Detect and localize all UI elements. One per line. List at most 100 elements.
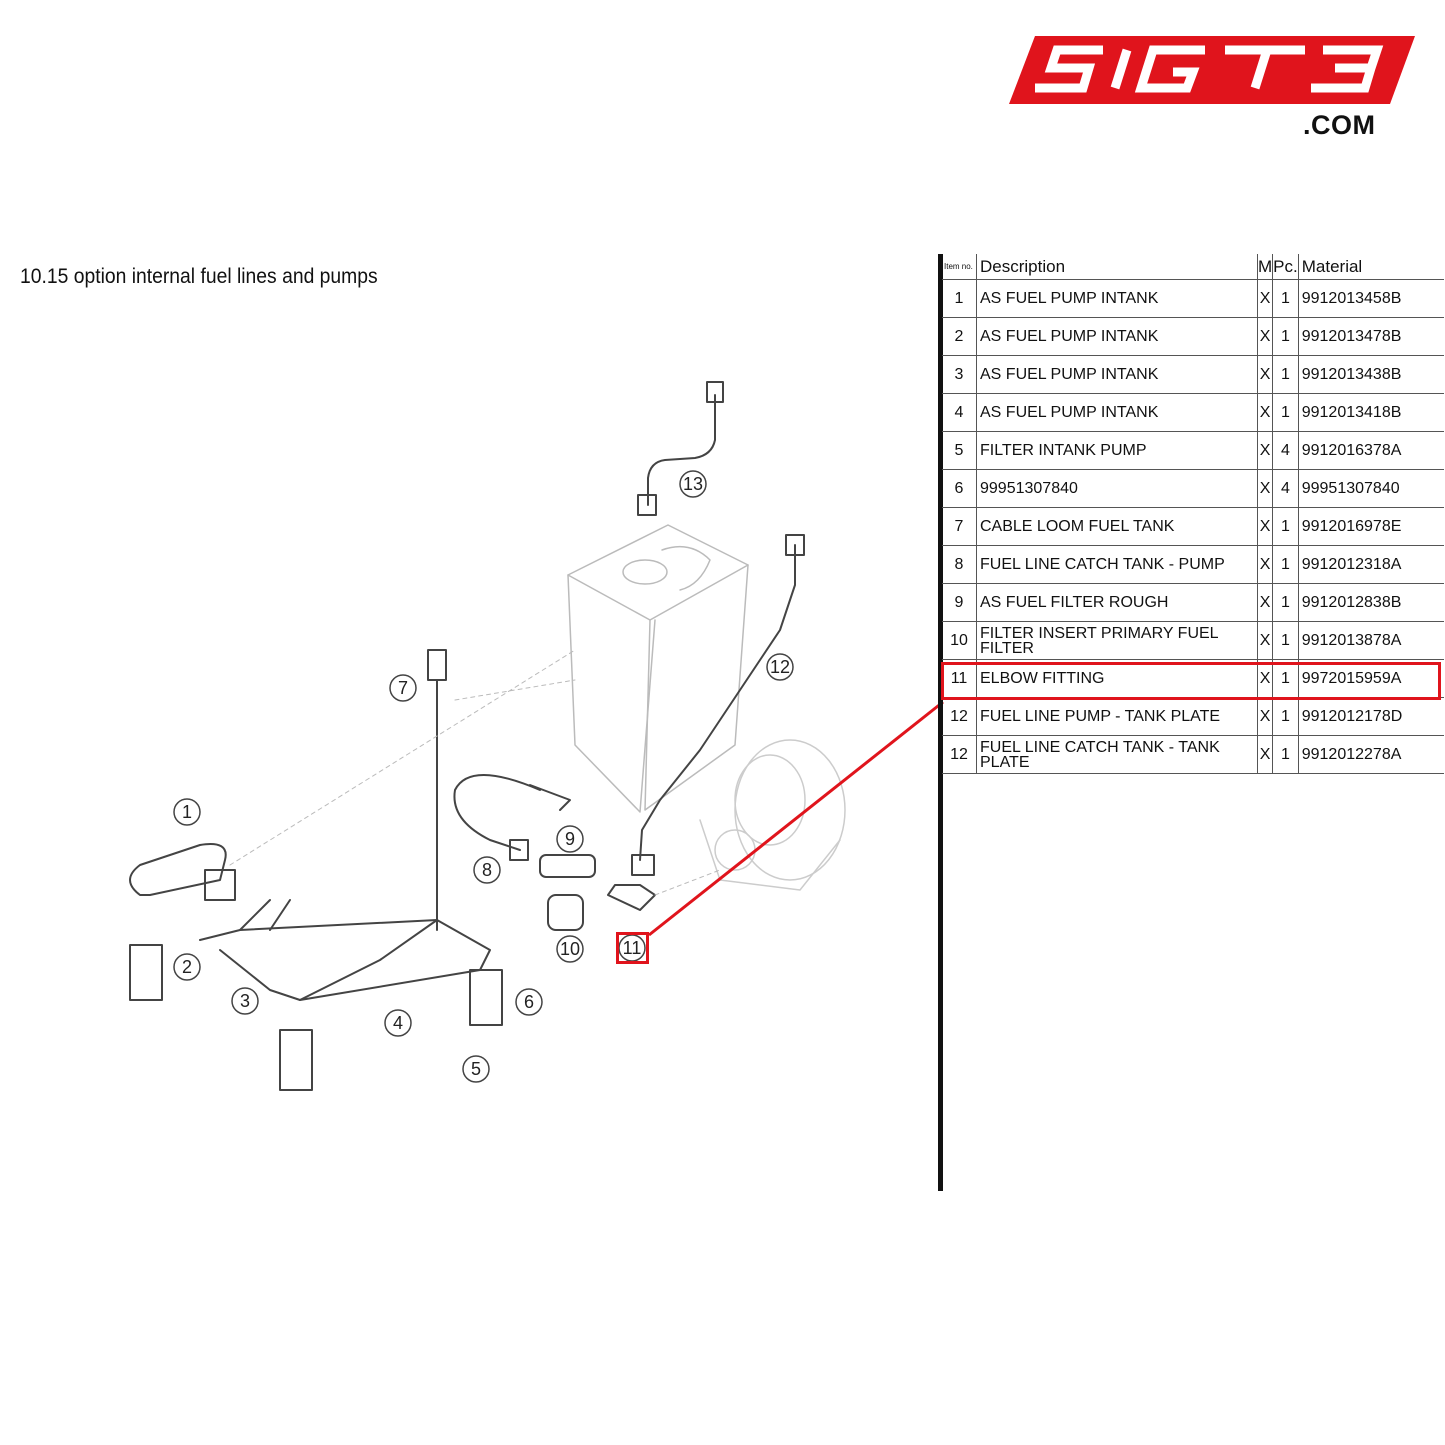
cell-description: AS FUEL PUMP INTANK	[976, 279, 1258, 318]
cell-description: FUEL LINE PUMP - TANK PLATE	[976, 697, 1258, 736]
cell-material: 9912012318A	[1297, 545, 1444, 584]
cell-description: 99951307840	[976, 469, 1258, 508]
svg-text:5: 5	[471, 1059, 481, 1079]
cell-m: X	[1256, 393, 1273, 432]
callout-13: 13	[679, 470, 707, 498]
cell-item-no: 10	[942, 621, 977, 660]
highlighted-callout-box	[616, 932, 649, 964]
callout-5: 5	[462, 1055, 490, 1083]
cell-material: 9972015959A	[1297, 659, 1444, 698]
cell-pc: 4	[1272, 469, 1299, 508]
cell-description: AS FUEL PUMP INTANK	[976, 355, 1258, 394]
svg-text:1: 1	[182, 802, 192, 822]
cell-material: 9912013418B	[1297, 393, 1444, 432]
table-divider-line	[938, 254, 943, 1191]
cell-item-no: 7	[942, 507, 977, 546]
cell-description: FUEL LINE CATCH TANK - PUMP	[976, 545, 1258, 584]
cell-description: AS FUEL FILTER ROUGH	[976, 583, 1258, 622]
cell-m: X	[1256, 735, 1273, 774]
cell-item-no: 4	[942, 393, 977, 432]
cell-m: X	[1256, 621, 1273, 660]
cell-description: FUEL LINE CATCH TANK - TANK PLATE	[976, 735, 1258, 774]
brand-logo[interactable]: .COM	[1005, 30, 1420, 145]
cell-m: X	[1256, 317, 1273, 356]
cell-item-no: 8	[942, 545, 977, 584]
cell-pc: 1	[1272, 735, 1299, 774]
cell-m: X	[1256, 545, 1273, 584]
svg-text:6: 6	[524, 992, 534, 1012]
cell-m: X	[1256, 279, 1273, 318]
svg-text:7: 7	[398, 678, 408, 698]
cell-description: FILTER INSERT PRIMARY FUEL FILTER	[976, 621, 1258, 660]
cell-pc: 1	[1272, 355, 1299, 394]
fuel-line-13	[647, 394, 716, 506]
callout-3: 3	[231, 987, 259, 1015]
header-material: Material	[1297, 254, 1444, 280]
svg-text:9: 9	[565, 829, 575, 849]
cell-item-no: 11	[942, 659, 977, 698]
fuel-pump-2	[129, 944, 163, 1001]
cell-description: FILTER INTANK PUMP	[976, 431, 1258, 470]
cell-description: AS FUEL PUMP INTANK	[976, 393, 1258, 432]
exploded-parts-diagram: 1 2 3 4 5 6 7 8 9 10 11 12 13	[129, 381, 846, 1091]
cell-item-no: 2	[942, 317, 977, 356]
callout-labels: 1 2 3 4 5 6 7 8 9 10 11 12 13	[173, 470, 794, 1083]
cell-m: X	[1256, 697, 1273, 736]
pump-block-drawing	[699, 739, 846, 891]
cell-m: X	[1256, 507, 1273, 546]
cell-m: X	[1256, 431, 1273, 470]
cell-pc: 1	[1272, 279, 1299, 318]
cell-pc: 1	[1272, 317, 1299, 356]
cell-item-no: 12	[942, 735, 977, 774]
logo-domain-suffix: .COM	[1303, 110, 1376, 140]
fuel-filter-9	[539, 854, 596, 878]
cell-description: ELBOW FITTING	[976, 659, 1258, 698]
fuel-line-8	[453, 774, 541, 851]
callout-8: 8	[473, 856, 501, 884]
cell-m: X	[1256, 469, 1273, 508]
header-m: M	[1256, 254, 1273, 280]
highlighted-row-box	[941, 662, 1441, 700]
callout-12: 12	[766, 653, 794, 681]
header-description: Description	[976, 254, 1258, 280]
cell-material: 9912013478B	[1297, 317, 1444, 356]
cell-m: X	[1256, 583, 1273, 622]
callout-1: 1	[173, 798, 201, 826]
cell-item-no: 9	[942, 583, 977, 622]
pump-1-bracket	[129, 843, 227, 896]
cell-material: 9912013438B	[1297, 355, 1444, 394]
header-item-no: Item no.	[942, 254, 977, 280]
cell-material: 9912012278A	[1297, 735, 1444, 774]
cell-pc: 1	[1272, 621, 1299, 660]
callout-10: 10	[556, 935, 584, 963]
svg-text:8: 8	[482, 860, 492, 880]
table-header-row: Item no. Description M Pc. Material	[942, 254, 1444, 280]
cell-description: AS FUEL PUMP INTANK	[976, 317, 1258, 356]
cell-item-no: 5	[942, 431, 977, 470]
cell-material: 9912012178D	[1297, 697, 1444, 736]
fuel-pump-3	[279, 1029, 313, 1091]
svg-text:3: 3	[240, 991, 250, 1011]
filter-insert-10	[547, 894, 584, 931]
svg-text:4: 4	[393, 1013, 403, 1033]
cell-pc: 1	[1272, 393, 1299, 432]
svg-text:12: 12	[770, 657, 790, 677]
cell-pc: 1	[1272, 507, 1299, 546]
cell-material: 9912013458B	[1297, 279, 1444, 318]
callout-7: 7	[389, 674, 417, 702]
cell-material: 9912016978E	[1297, 507, 1444, 546]
cell-material: 9912012838B	[1297, 583, 1444, 622]
